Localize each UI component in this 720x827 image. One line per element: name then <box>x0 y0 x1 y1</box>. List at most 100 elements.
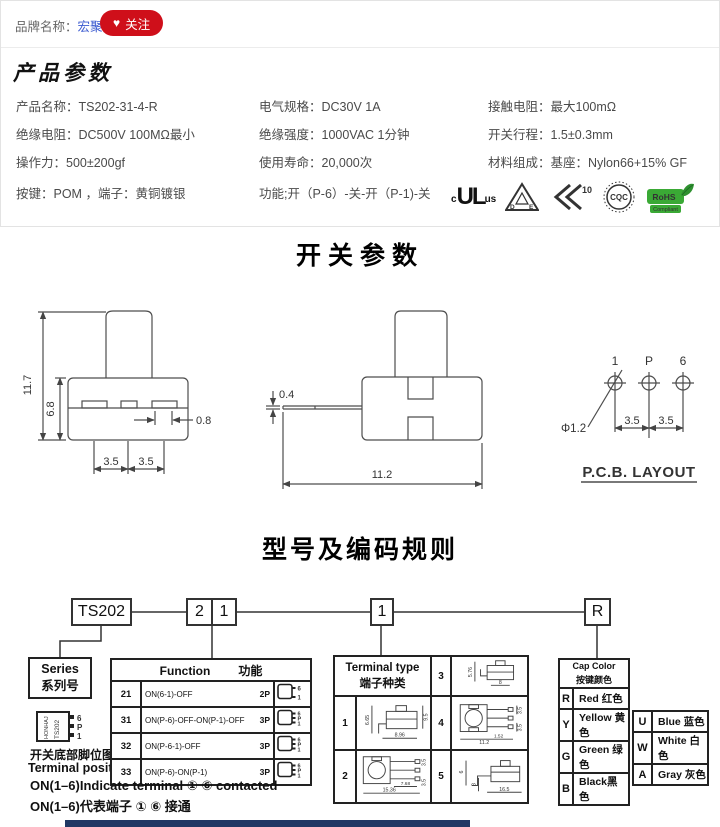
svg-text:6: 6 <box>297 687 301 693</box>
terminal-code-4: 4 <box>430 695 452 751</box>
terminal-drawing-3: 5.76 8 <box>450 655 529 697</box>
pcb-layout-caption: P.C.B. LAYOUT <box>582 464 695 481</box>
function-pin-icon-3p: 6 P 1 <box>276 735 301 754</box>
param-material: 材料组成：基座：Nylon66+15% GF <box>488 156 688 170</box>
svg-text:9.5: 9.5 <box>424 713 430 720</box>
svg-text:RoHS: RoHS <box>653 192 676 202</box>
svg-text:3.5: 3.5 <box>422 759 428 766</box>
chip-pinout-diagram: HONHAJ TS202 6 P 1 <box>36 711 83 742</box>
pcb-layout-drawing: 1 P 6 Φ1.2 3.5 3.5 P.C.B. LAYOUT <box>561 354 697 483</box>
svg-text:3: 3 <box>472 783 478 786</box>
terminal-code-5: 5 <box>430 749 452 804</box>
function-pin-icon-3p: 6 P 1 <box>276 709 301 728</box>
product-params-title: 产品参数 <box>13 61 113 85</box>
svg-text:1: 1 <box>297 748 300 754</box>
svg-text:6: 6 <box>459 771 465 774</box>
svg-text:P: P <box>297 717 301 723</box>
dim-pin-width: 0.8 <box>196 415 211 427</box>
svg-text:1: 1 <box>297 722 300 728</box>
terminal-position-caption-zh: 开关底部脚位图 <box>30 748 115 762</box>
terminal-note-en: ON(1–6)Indicate terminal ① ⑥ contacted <box>30 778 278 793</box>
product-info-card: 品牌名称：宏聚开关 ♥ 关注 产品参数 产品名称：TS202-31-4-R 电气… <box>0 0 720 227</box>
svg-text:6: 6 <box>297 712 300 718</box>
param-function: 功能;开（P-6）-关-开（P-1)-关 <box>259 187 431 201</box>
svg-text:E: E <box>529 204 534 211</box>
svg-text:3.5: 3.5 <box>422 779 428 786</box>
front-view-drawing: 11.7 6.8 0.8 3.5 3.5 <box>22 310 211 474</box>
code-box-terminal: 1 <box>370 598 394 626</box>
terminal-note-zh: ON(1–6)代表端子 ① ⑥ 接通 <box>30 799 191 814</box>
pcb-pitch-right: 3.5 <box>658 415 673 427</box>
param-operating-force: 操作力：500±200gf <box>16 156 125 170</box>
dim-pitch-right: 3.5 <box>138 456 153 468</box>
chip-pin-1: 1 <box>77 732 82 741</box>
svg-text:6: 6 <box>297 738 300 744</box>
series-label-en: Series <box>41 662 79 677</box>
brand-label: 品牌名称： <box>15 20 78 34</box>
svg-text:P: P <box>297 743 301 749</box>
section-title-coding-rules: 型号及编码规则 <box>261 536 458 564</box>
svg-text:P: P <box>297 769 301 775</box>
param-dielectric: 绝缘强度：1000VAC 1分钟 <box>259 128 410 142</box>
code-box-function-b: 1 <box>211 598 237 626</box>
svg-text:6.65: 6.65 <box>365 715 371 725</box>
svg-text:8: 8 <box>499 680 502 686</box>
param-product-name: 产品名称：TS202-31-4-R <box>16 100 158 114</box>
rohs-cert-icon: RoHS Compliant <box>647 183 695 213</box>
dim-pin-thickness: 0.4 <box>279 389 294 401</box>
chip-pin-6: 6 <box>77 714 82 723</box>
next-section-edge <box>65 820 470 827</box>
svg-text:15.36: 15.36 <box>383 788 396 794</box>
vde-cert-icon: D E <box>505 182 540 211</box>
pcb-pin-p-label: P <box>645 354 653 368</box>
svg-text:3.5: 3.5 <box>518 724 524 731</box>
param-insulation-res: 绝缘电阻：DC500V 100MΩ最小 <box>16 128 195 142</box>
svg-text:1: 1 <box>297 774 300 780</box>
code-box-series: TS202 <box>71 598 132 626</box>
function-pin-icon-3p: 6 P 1 <box>276 761 301 780</box>
svg-text:16.5: 16.5 <box>499 787 509 793</box>
terminal-drawing-1: 6.65 9.5 8.96 <box>355 695 432 751</box>
svg-text:1.52: 1.52 <box>494 733 504 739</box>
param-lifespan: 使用寿命：20,000次 <box>259 156 373 170</box>
dim-body-height: 6.8 <box>45 401 57 416</box>
svg-text:8.96: 8.96 <box>395 732 405 738</box>
svg-text:1: 1 <box>297 696 301 702</box>
dim-pitch-left: 3.5 <box>103 456 118 468</box>
terminal-drawing-4: 3.5 3.5 1.52 11.2 <box>450 695 529 751</box>
terminal-code-3: 3 <box>430 655 452 697</box>
code-box-function-a: 2 <box>186 598 213 626</box>
chip-model: TS202 <box>54 719 61 739</box>
svg-text:3.5: 3.5 <box>518 707 524 714</box>
svg-text:5.76: 5.76 <box>468 667 474 677</box>
chip-brand: HONHAJ <box>44 716 50 739</box>
svg-text:10: 10 <box>582 185 592 195</box>
function-row-33: 33 ON(P-6)-ON(P-1)3P 6 P 1 <box>110 758 312 786</box>
pcb-pin-1-label: 1 <box>612 354 619 368</box>
pcb-pin-6-label: 6 <box>680 354 687 368</box>
svg-text:6: 6 <box>297 764 300 770</box>
svg-text:D: D <box>510 204 515 211</box>
svg-text:Compliant: Compliant <box>653 207 678 213</box>
k10-cert-icon: 10 <box>553 183 592 211</box>
heart-icon: ♥ <box>113 16 121 30</box>
param-contact-res: 接触电阻：最大100mΩ <box>488 100 617 114</box>
follow-button[interactable]: ♥ 关注 <box>100 10 164 36</box>
terminal-position-caption-en: Terminal position <box>28 761 132 775</box>
code-diagram-connectors <box>59 611 598 659</box>
side-view-drawing: 0.4 11.2 <box>266 310 483 489</box>
